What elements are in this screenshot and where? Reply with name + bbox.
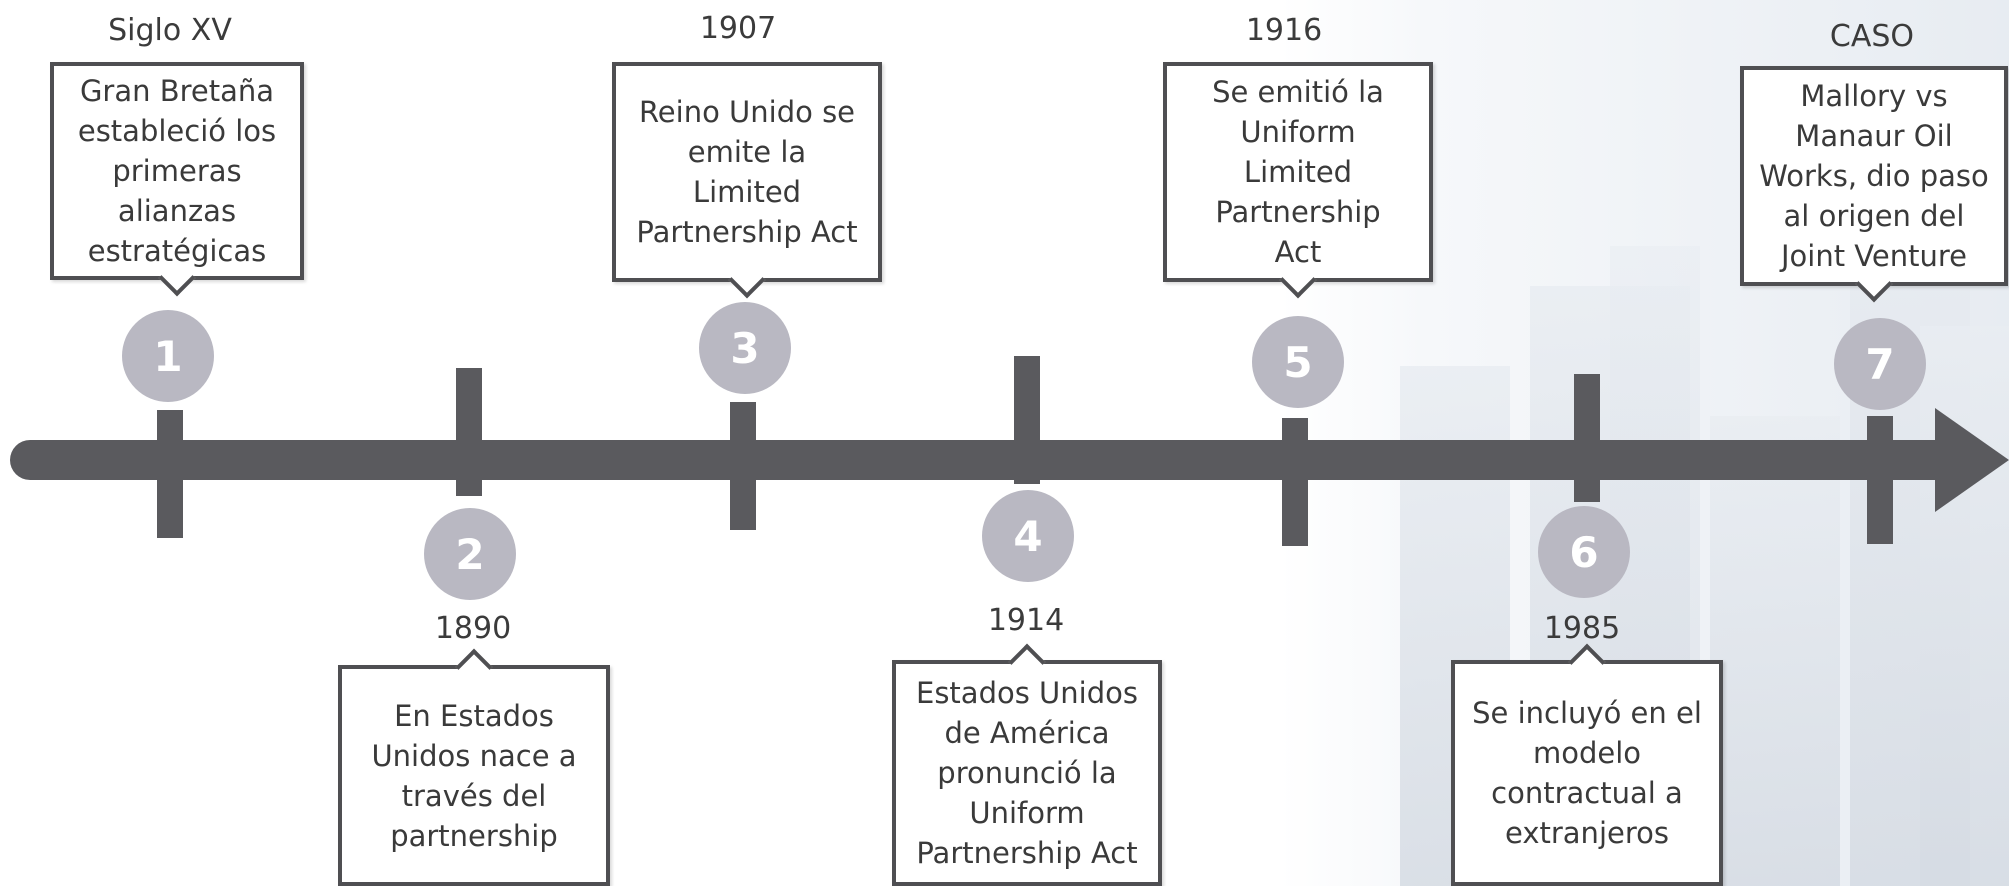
event-3-text: Reino Unido se emite la Limited Partners…	[636, 95, 858, 249]
event-5-label: 1916	[1245, 13, 1323, 48]
event-6-text: Se incluyó en el modelo contractual a ex…	[1472, 696, 1702, 850]
event-3-label: 1907	[699, 11, 777, 46]
event-5-marker: 5	[1252, 316, 1344, 408]
tick-5	[1282, 418, 1308, 546]
event-7-label: CASO	[1829, 19, 1915, 54]
event-7-marker: 7	[1834, 318, 1926, 410]
event-7-callout: Mallory vs Manaur Oil Works, dio paso al…	[1740, 66, 2008, 286]
event-1-marker: 1	[122, 310, 214, 402]
event-2-callout: En Estados Unidos nace a través del part…	[338, 665, 610, 886]
event-6-marker: 6	[1538, 506, 1630, 598]
tick-3	[730, 402, 756, 530]
event-3-callout: Reino Unido se emite la Limited Partners…	[612, 62, 882, 282]
event-1-text: Gran Bretaña estableció los primeras ali…	[77, 74, 277, 268]
event-1-callout: Gran Bretaña estableció los primeras ali…	[50, 62, 304, 280]
tick-6	[1574, 374, 1600, 502]
tick-2	[456, 368, 482, 496]
event-6-label: 1985	[1543, 611, 1621, 646]
event-4-marker: 4	[982, 490, 1074, 582]
event-6-callout: Se incluyó en el modelo contractual a ex…	[1451, 660, 1723, 886]
event-5-text: Se emitió la Uniform Limited Partnership…	[1212, 75, 1384, 269]
event-4-label: 1914	[987, 603, 1065, 638]
event-7-text: Mallory vs Manaur Oil Works, dio paso al…	[1759, 79, 1989, 273]
arrow-head	[1935, 408, 2009, 512]
event-4-text: Estados Unidos de América pronunció la U…	[916, 676, 1138, 870]
event-4-callout: Estados Unidos de América pronunció la U…	[892, 660, 1162, 886]
event-2-text: En Estados Unidos nace a través del part…	[371, 698, 577, 853]
event-5-callout: Se emitió la Uniform Limited Partnership…	[1163, 62, 1433, 282]
tick-7	[1867, 416, 1893, 544]
event-2-label: 1890	[434, 611, 512, 646]
tick-1	[157, 410, 183, 538]
event-2-marker: 2	[424, 508, 516, 600]
event-1-label: Siglo XV	[108, 13, 232, 48]
event-3-marker: 3	[699, 302, 791, 394]
tick-4	[1014, 356, 1040, 484]
